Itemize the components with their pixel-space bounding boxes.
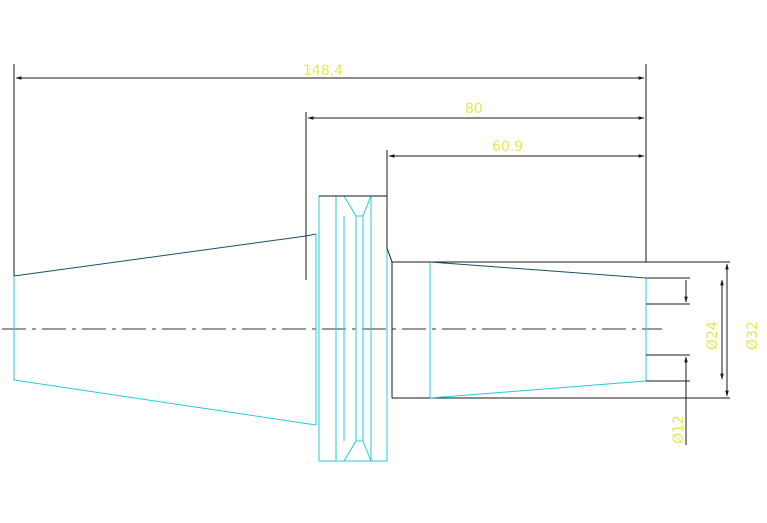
taper-shank	[13, 233, 317, 426]
dim-text-mid: Ø24	[705, 321, 721, 350]
extension-lines	[13, 64, 730, 399]
dim-text-small: Ø12	[671, 415, 687, 444]
dim-text-flange: 80	[465, 101, 483, 117]
dim-text-large: Ø32	[745, 321, 761, 350]
dim-text-overall: 148.4	[303, 63, 343, 79]
dim-text-shank: 60.9	[492, 139, 523, 155]
bore-lines	[646, 277, 690, 382]
flange	[318, 195, 388, 462]
